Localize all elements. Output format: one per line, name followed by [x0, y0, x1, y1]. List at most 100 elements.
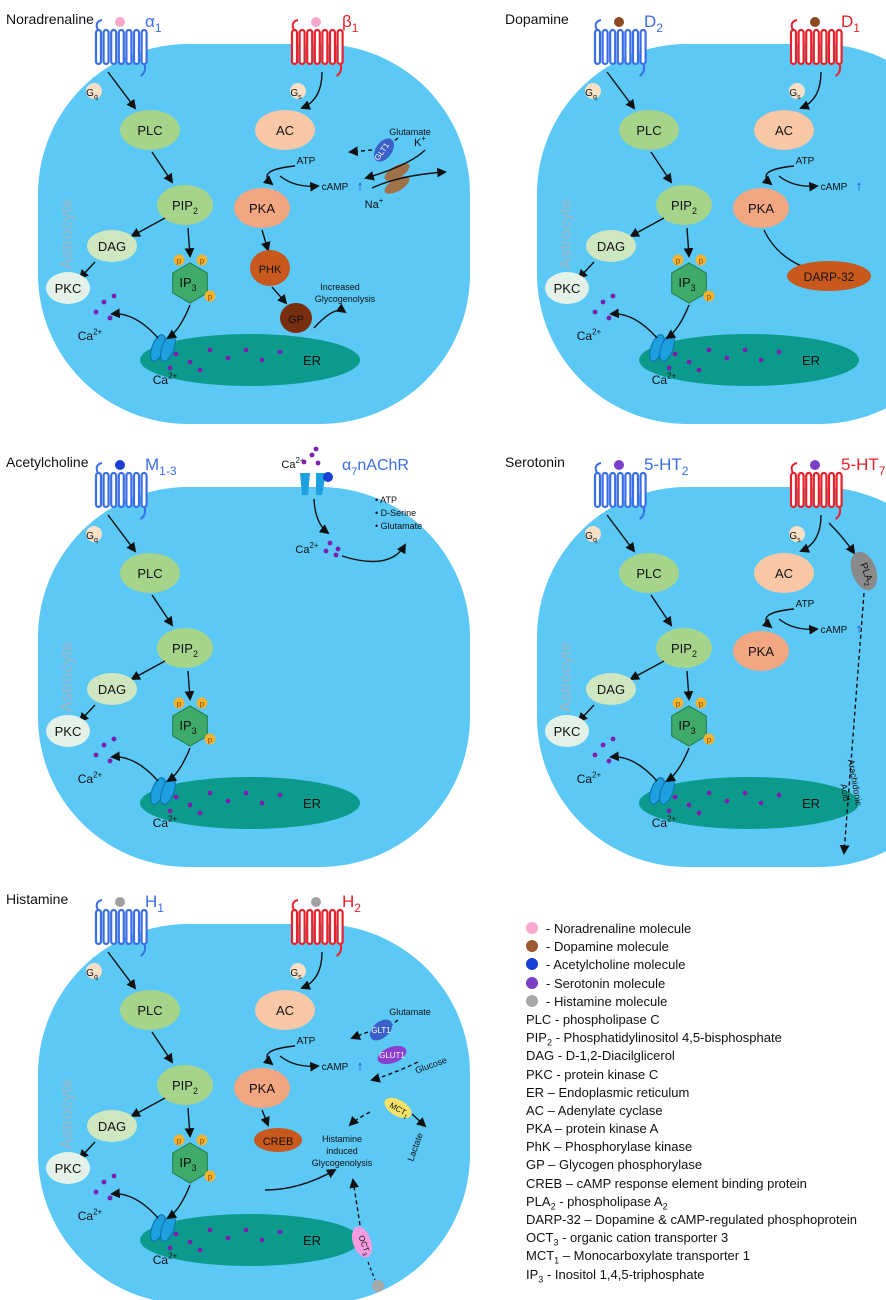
camp-up-icon: ↑ [856, 178, 863, 193]
helix [593, 28, 602, 66]
camp-up-icon: ↑ [856, 621, 863, 636]
arrow-pka-phk [261, 229, 271, 252]
calcium-ion [301, 459, 307, 465]
er-label: ER [802, 353, 820, 368]
ligand-molecule [614, 460, 624, 470]
legend-entry: PhK – Phosphorylase kinase [526, 1138, 886, 1156]
ligand-molecule [115, 897, 125, 907]
gp-node: GP [280, 303, 312, 333]
arrow-calcium-release [110, 751, 159, 782]
calcium-ion [173, 351, 179, 357]
helix [94, 471, 103, 509]
calcium-ion [606, 758, 612, 764]
arrow-atp-pka [761, 608, 795, 629]
helix [125, 28, 133, 66]
ip3-hexagon [671, 705, 707, 747]
cytosol-ca-label: Ca2+ [78, 1208, 103, 1223]
calcium-ion [259, 800, 265, 806]
phosphate-icon [703, 290, 715, 302]
dag-node-shape [586, 673, 636, 705]
arrow-dag-pkc [577, 261, 595, 280]
mct1-transporter [384, 1097, 412, 1119]
panel-title: Acetylcholine [6, 454, 89, 470]
legend-entry: DARP-32 – Dopamine & cAMP-regulated phos… [526, 1211, 886, 1229]
cytosol-ca-label: Ca2+ [577, 771, 602, 786]
arrow-plc-pip2 [151, 594, 174, 627]
pip2-node-label: PIP2 [172, 1078, 198, 1096]
calcium-ion [197, 810, 203, 816]
atp-label: ATP [297, 1036, 316, 1047]
plc-node-label: PLC [137, 123, 162, 138]
arrow-glutamate [378, 137, 399, 154]
ac-node: AC [754, 553, 814, 593]
dag-node: DAG [87, 1110, 137, 1142]
g-protein-s-label: Gs [290, 968, 302, 981]
phosphate-label: p [707, 293, 712, 302]
panel-title: Dopamine [505, 11, 569, 27]
phosphate-label: p [707, 736, 712, 745]
na-label: Na+ [365, 196, 384, 211]
helix [110, 908, 118, 946]
plc-node-shape [619, 553, 679, 593]
astrocyte-label: Astrocyte [57, 642, 76, 713]
calcium-ion [225, 1235, 231, 1241]
ac-node-shape [754, 110, 814, 150]
g-protein-s-label: Gs [290, 88, 302, 101]
arrow-ip3-channel [665, 304, 690, 340]
g-protein-s [789, 83, 805, 99]
er-ca-label: Ca2+ [652, 372, 677, 387]
calcium-ion [101, 1179, 107, 1185]
glut1-label: GLUT1 [379, 1051, 405, 1060]
phosphate-label: p [676, 257, 681, 266]
receptor-2-label: D1 [841, 12, 860, 35]
pkc-node: PKC [545, 272, 589, 304]
calcium-ion [277, 1229, 283, 1235]
arrow-receptor-plc [107, 951, 137, 990]
legend-entry-term: PKC - protein kinase C [526, 1066, 659, 1082]
helix [631, 28, 640, 66]
arrow-receptor-ac [300, 951, 323, 990]
legend-entry-term: AC – Adenylate cyclase [526, 1102, 663, 1118]
arrow-calcium-release [110, 1188, 159, 1219]
pkc-node-label: PKC [55, 281, 82, 296]
astrocyte-label: Astrocyte [57, 199, 76, 270]
phosphate-icon [204, 1170, 216, 1182]
ip3-label: IP3 [179, 275, 196, 293]
ip3-hexagon [172, 262, 208, 304]
ligand-molecule-2 [810, 460, 820, 470]
helix [789, 28, 798, 66]
helix [298, 28, 306, 66]
arrow-release [341, 543, 406, 563]
plc-node-shape [120, 553, 180, 593]
ligand-molecule-icon [115, 897, 125, 907]
legend-entry: PKA – protein kinase A [526, 1120, 886, 1138]
camp-label: cAMP [322, 1062, 349, 1073]
gp-node-label: GP [288, 314, 304, 326]
legend-molecule-item: - Acetylcholine molecule [526, 956, 886, 974]
creb-node-label: CREB [263, 1136, 294, 1148]
arrow-pip2-ip3 [184, 670, 195, 701]
receptor-1-label: 5-HT2 [644, 455, 689, 478]
legend-entry: OCT3 - organic cation transporter 3 [526, 1229, 886, 1248]
calcium-ion [327, 540, 333, 546]
calcium-ion [207, 1227, 213, 1233]
astrocyte-label: Astrocyte [556, 199, 575, 270]
legend-entry: AC – Adenylate cyclase [526, 1102, 886, 1120]
acid-label: Acid [839, 783, 852, 802]
calcium-ion [592, 752, 598, 758]
calcium-ion [696, 367, 702, 373]
n-terminus [790, 19, 798, 31]
n-terminus [790, 462, 798, 474]
pip2-node-label: PIP2 [172, 198, 198, 216]
dag-node-label: DAG [98, 682, 126, 697]
molecule-dot-icon [526, 940, 538, 953]
ligand-molecule-2 [810, 17, 820, 27]
helix [631, 471, 640, 509]
pkc-node: PKC [545, 715, 589, 747]
er-label: ER [303, 796, 321, 811]
release-item: • D-Serine [375, 508, 416, 518]
pip2-node-shape [157, 185, 213, 225]
arrow-receptor-ac [300, 71, 323, 110]
c-terminus [140, 943, 147, 957]
